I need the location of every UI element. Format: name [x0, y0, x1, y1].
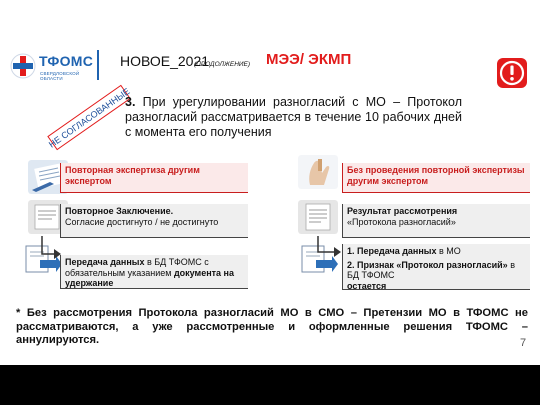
right-step-3-line3: остается	[347, 280, 387, 291]
left-step-repeat-expertise: Повторная экспертиза другим экспертом	[60, 163, 248, 193]
right-step-3-line1-text: в МО	[436, 246, 461, 256]
point-3-body: При урегулировании разногласий с МО – Пр…	[125, 95, 462, 139]
data-transfer-icon	[301, 245, 338, 273]
header-divider	[97, 50, 99, 80]
left-flow-arrow-icon	[41, 236, 61, 259]
right-step-result: Результат рассмотрения «Протокола разног…	[342, 204, 530, 238]
right-step-2-text: «Протокола разногласий»	[347, 216, 456, 227]
page-number: 7	[520, 337, 527, 349]
left-step-3-title: Передача данных	[65, 257, 145, 267]
not-agreed-stamp: НЕ СОГЛАСОВАННЫЕ	[46, 84, 132, 151]
slide-title: НОВОЕ_2021	[120, 53, 210, 69]
footnote: * Без рассмотрения Протокола разногласий…	[16, 307, 528, 346]
right-step-no-repeat-expertise: Без проведения повторной экспертизы друг…	[342, 163, 530, 193]
document-stack-icon	[28, 200, 68, 234]
medical-hand-icon	[298, 155, 338, 189]
left-step-3-text: в БД ТФОМС с обязательным указанием	[65, 257, 209, 278]
left-step-3-emphasis: документа на удержание	[65, 267, 234, 289]
point-3-number: 3.	[125, 95, 136, 109]
protocol-document-icon	[298, 200, 338, 234]
right-step-data-transfer: 1. Передача данных в МО 2. Признак «Прот…	[342, 244, 530, 291]
left-step-repeat-conclusion: Повторное Заключение. Согласие достигнут…	[60, 204, 248, 238]
right-step-3-line1-title: 1. Передача данных	[347, 246, 437, 256]
bottom-band	[0, 365, 540, 405]
slide: ТФОМС СВЕРДЛОВСКОЙ ОБЛАСТИ НОВОЕ_2021 (П…	[0, 0, 540, 365]
right-step-3-line2-text: в БД ТФОМС	[347, 259, 515, 281]
logo-title: ТФОМС	[39, 53, 94, 69]
slide-topic: МЭЭ/ ЭКМП	[266, 51, 352, 68]
expert-document-icon	[28, 160, 68, 194]
point-3-text: 3. При урегулировании разногласий с МО –…	[125, 95, 462, 140]
slide-title-note: (ПРОДОЛЖЕНИЕ)	[194, 61, 251, 68]
left-step-1-text: Повторная экспертиза другим экспертом	[65, 165, 200, 186]
medical-cross-icon	[10, 53, 36, 79]
right-step-3-line2-title: 2. Признак «Протокол разногласий»	[347, 259, 508, 270]
tfoms-logo: ТФОМС СВЕРДЛОВСКОЙ ОБЛАСТИ	[10, 48, 95, 84]
left-step-2-title: Повторное Заключение.	[65, 206, 174, 216]
left-step-2-text: Согласие достигнуто / не достигнуто	[65, 216, 219, 227]
right-step-1-text: Без проведения повторной экспертизы друг…	[347, 165, 525, 186]
exclamation-alert-icon	[497, 58, 527, 88]
right-flow-arrow-icon	[317, 236, 341, 257]
logo-subtitle: СВЕРДЛОВСКОЙ ОБЛАСТИ	[40, 71, 80, 81]
right-step-2-title: Результат рассмотрения	[347, 206, 458, 216]
left-step-data-transfer: Передача данных в БД ТФОМС с обязательны…	[60, 255, 248, 289]
